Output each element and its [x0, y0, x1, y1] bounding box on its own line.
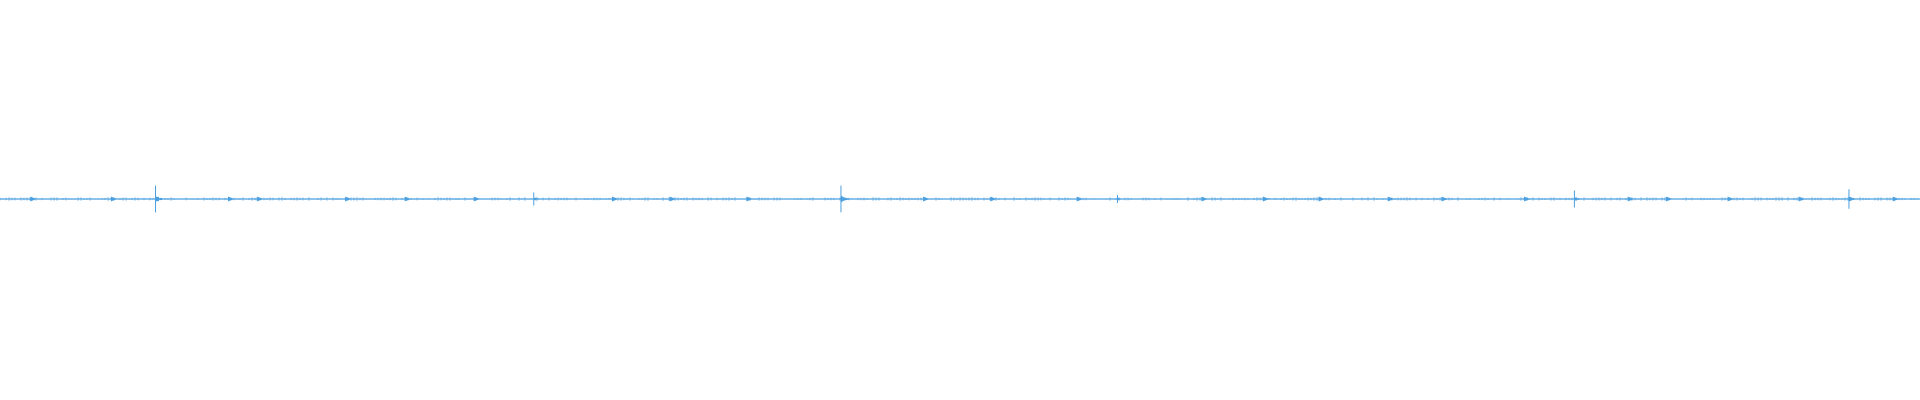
- waveform-transient: [155, 185, 174, 213]
- waveform-transient: [1573, 190, 1592, 208]
- waveform-blip: [1076, 196, 1083, 202]
- waveform-blip: [990, 196, 997, 202]
- waveform-blip: [227, 196, 234, 202]
- waveform-transient: [840, 185, 859, 213]
- waveform-blip: [1627, 196, 1634, 202]
- waveform-blip: [473, 196, 480, 202]
- waveform-blip: [1523, 196, 1530, 202]
- waveform-blip: [1441, 196, 1448, 202]
- waveform-blip: [1666, 196, 1673, 202]
- waveform-blip: [404, 196, 411, 202]
- waveform-blip: [1798, 196, 1805, 202]
- waveform-blip: [1387, 196, 1394, 202]
- waveform-blip: [746, 196, 753, 202]
- waveform-blip: [923, 196, 930, 202]
- waveform-blip: [110, 196, 117, 202]
- waveform-blip: [669, 196, 676, 202]
- waveform-blip: [345, 196, 352, 202]
- waveform-blip: [1318, 196, 1325, 202]
- waveform-blip: [30, 196, 37, 202]
- waveform-blip: [611, 196, 618, 202]
- waveform-blip: [1892, 196, 1899, 202]
- waveform-blip: [1727, 196, 1734, 202]
- waveform-blip: [256, 196, 263, 202]
- waveform-transient: [1848, 189, 1867, 209]
- waveform-transient: [1116, 195, 1135, 203]
- waveform-blip: [1262, 196, 1269, 202]
- waveform-blip: [1201, 196, 1208, 202]
- waveform-transient: [533, 192, 552, 206]
